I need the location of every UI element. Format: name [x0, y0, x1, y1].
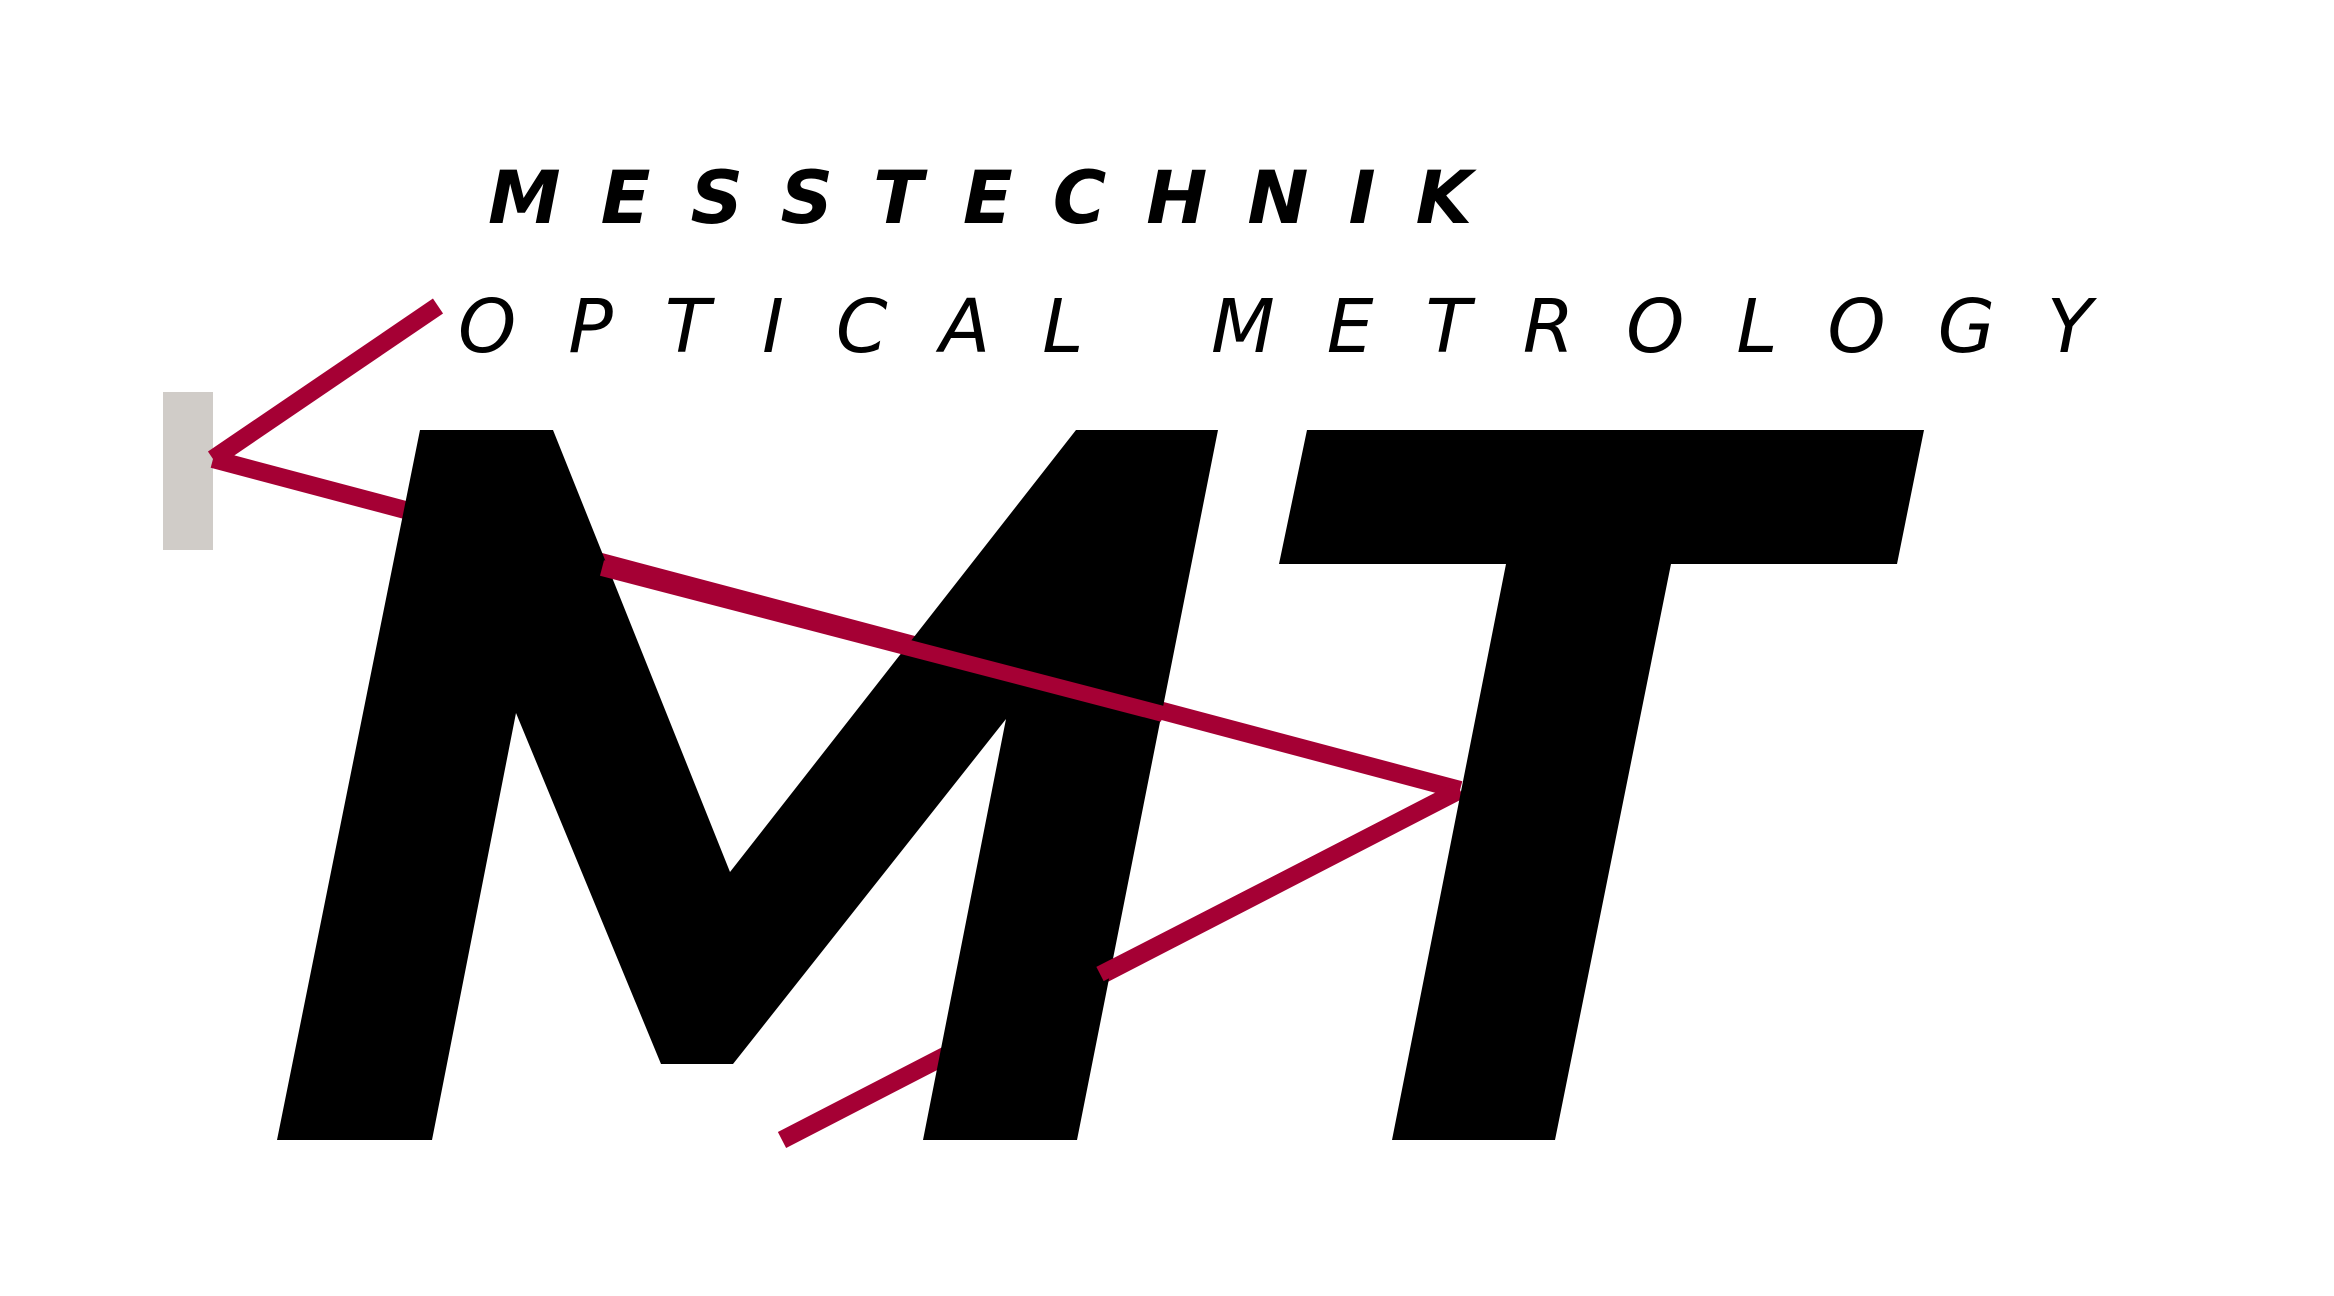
monogram-text: MT — [0, 0, 2, 1]
monogram-letter-t — [1279, 430, 1924, 1140]
monogram-letter-m — [277, 430, 1218, 1140]
beam-incoming-segment — [207, 298, 444, 467]
mirror-block — [163, 392, 213, 550]
tagline-english: OPTICAL METROLOGY — [458, 284, 2144, 370]
beam-front-segment-2 — [1096, 784, 1459, 982]
beam-front-segment — [599, 560, 1166, 722]
tagline-german: MESSTECHNIK — [488, 156, 1512, 241]
